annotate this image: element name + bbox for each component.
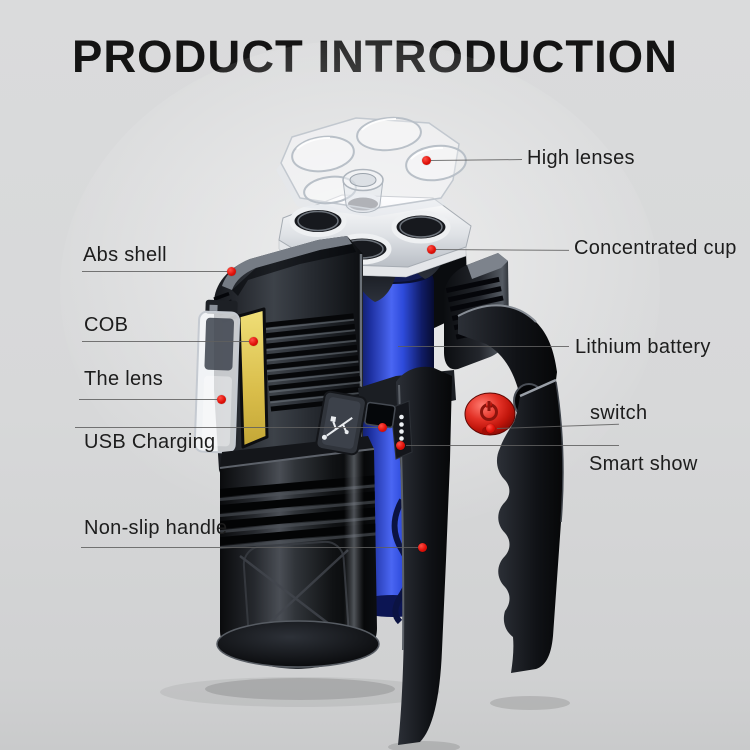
cob-panel: [237, 307, 269, 449]
shell-rim-highlight: [222, 236, 352, 290]
switch-button: [464, 392, 516, 436]
callout-dot-smart-show: [396, 441, 405, 450]
callout-label-lithium-battery: Lithium battery: [575, 336, 711, 358]
cooling-fins-front: [261, 313, 363, 412]
ground-shadow: [160, 677, 570, 750]
barrel-bottom-cap: [216, 620, 380, 668]
leader-line-lithium-battery: [398, 346, 569, 347]
smart-show-indicator-dots: [399, 414, 404, 441]
callout-label-concentrated-cup: Concentrated cup: [574, 237, 737, 259]
handle-front-prong: [315, 366, 456, 745]
callout-dot-switch: [486, 424, 495, 433]
callout-label-the-lens: The lens: [84, 368, 164, 390]
callout-dot-cob: [249, 337, 258, 346]
high-lens-plate: [276, 116, 467, 217]
callout-dot-non-slip-handle: [418, 543, 427, 552]
handle-right-prong: [496, 380, 564, 673]
usb-icon: [321, 416, 353, 440]
callout-label-usb-charging: USB Charging: [84, 431, 216, 453]
high-lens: [291, 135, 355, 173]
barrel: [216, 436, 380, 669]
callout-dot-abs-shell: [227, 267, 236, 276]
cup-ring: [391, 210, 451, 244]
handle: [457, 304, 564, 673]
callout-label-switch: switch: [590, 402, 648, 424]
leader-line-abs-shell: [82, 271, 228, 272]
leader-line-cob: [82, 341, 250, 342]
usb-charging-flap: [315, 390, 367, 456]
callout-label-smart-show: Smart show: [589, 453, 698, 475]
callout-label-cob: COB: [84, 314, 129, 336]
leader-line-usb-charging: [75, 427, 380, 428]
callout-label-high-lenses: High lenses: [527, 147, 635, 169]
callout-dot-the-lens: [217, 395, 226, 404]
callout-dot-concentrated-cup: [427, 245, 436, 254]
leader-line-smart-show: [406, 445, 619, 446]
shell-rim-highlight: [467, 253, 508, 279]
callout-label-abs-shell: Abs shell: [83, 244, 167, 266]
cob-lens-flap: [193, 299, 241, 454]
callout-dot-usb-charging: [378, 423, 387, 432]
callout-dot-high-lenses: [422, 156, 431, 165]
leader-line-non-slip-handle: [81, 547, 420, 548]
power-icon: [480, 401, 498, 421]
high-lens: [356, 116, 422, 152]
leader-line-the-lens: [79, 399, 219, 400]
center-lens-cylinder: [342, 168, 384, 213]
handle-bridge: [458, 305, 557, 396]
callout-label-non-slip-handle: Non-slip handle: [84, 517, 228, 539]
